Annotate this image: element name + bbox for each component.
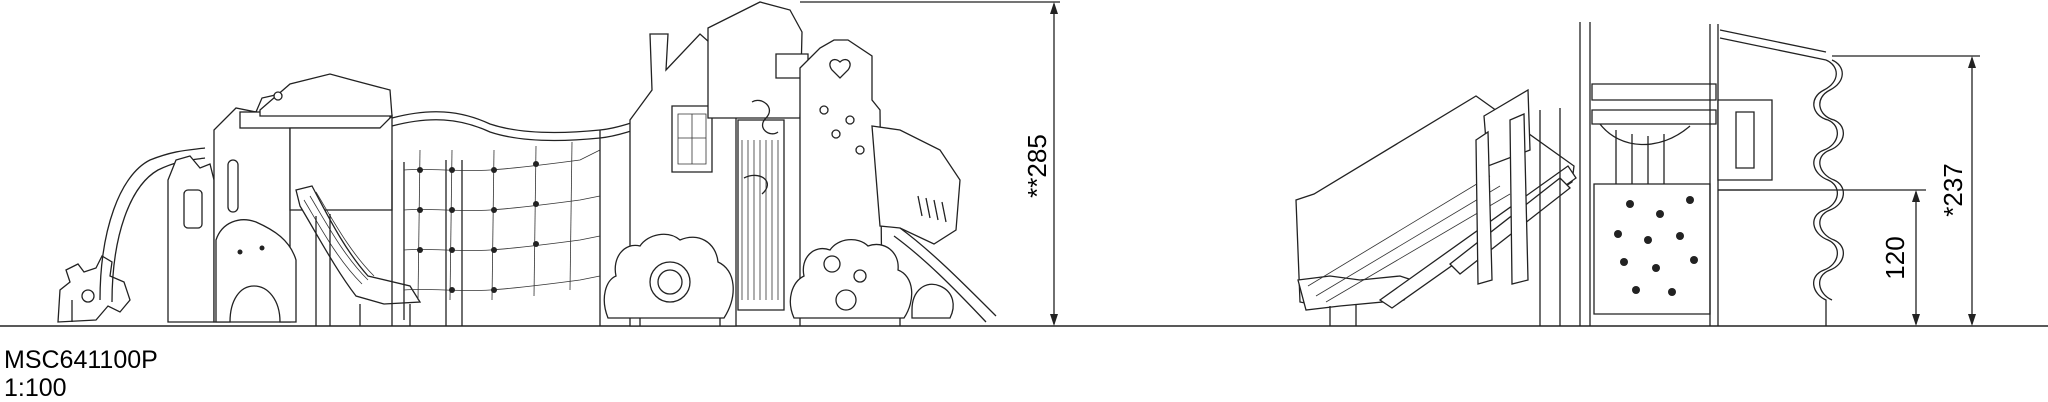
dimension-platform: 120 xyxy=(1718,189,1926,326)
dimension-label-platform: 120 xyxy=(1880,236,1910,279)
double-slide xyxy=(1295,95,1577,326)
side-elevation xyxy=(1295,22,1844,326)
front-elevation xyxy=(57,1,997,327)
animal-rocker xyxy=(57,255,131,323)
climbing-wall xyxy=(1593,183,1711,315)
rope-net xyxy=(391,130,601,326)
model-code: MSC641100P xyxy=(4,346,158,374)
vent-slots xyxy=(917,195,947,223)
tube-slide xyxy=(737,99,785,311)
spiral-climber xyxy=(1813,59,1838,326)
dimension-label-right: *237 xyxy=(1938,163,1968,217)
dimension-height-right: *237 xyxy=(1832,55,1980,326)
bush-panels xyxy=(603,233,954,319)
drawing-scale: 1:100 xyxy=(4,374,67,402)
left-tower xyxy=(167,93,393,323)
dimension-height-left: **285 xyxy=(800,1,1060,326)
dimension-label-left: **285 xyxy=(1022,134,1052,198)
